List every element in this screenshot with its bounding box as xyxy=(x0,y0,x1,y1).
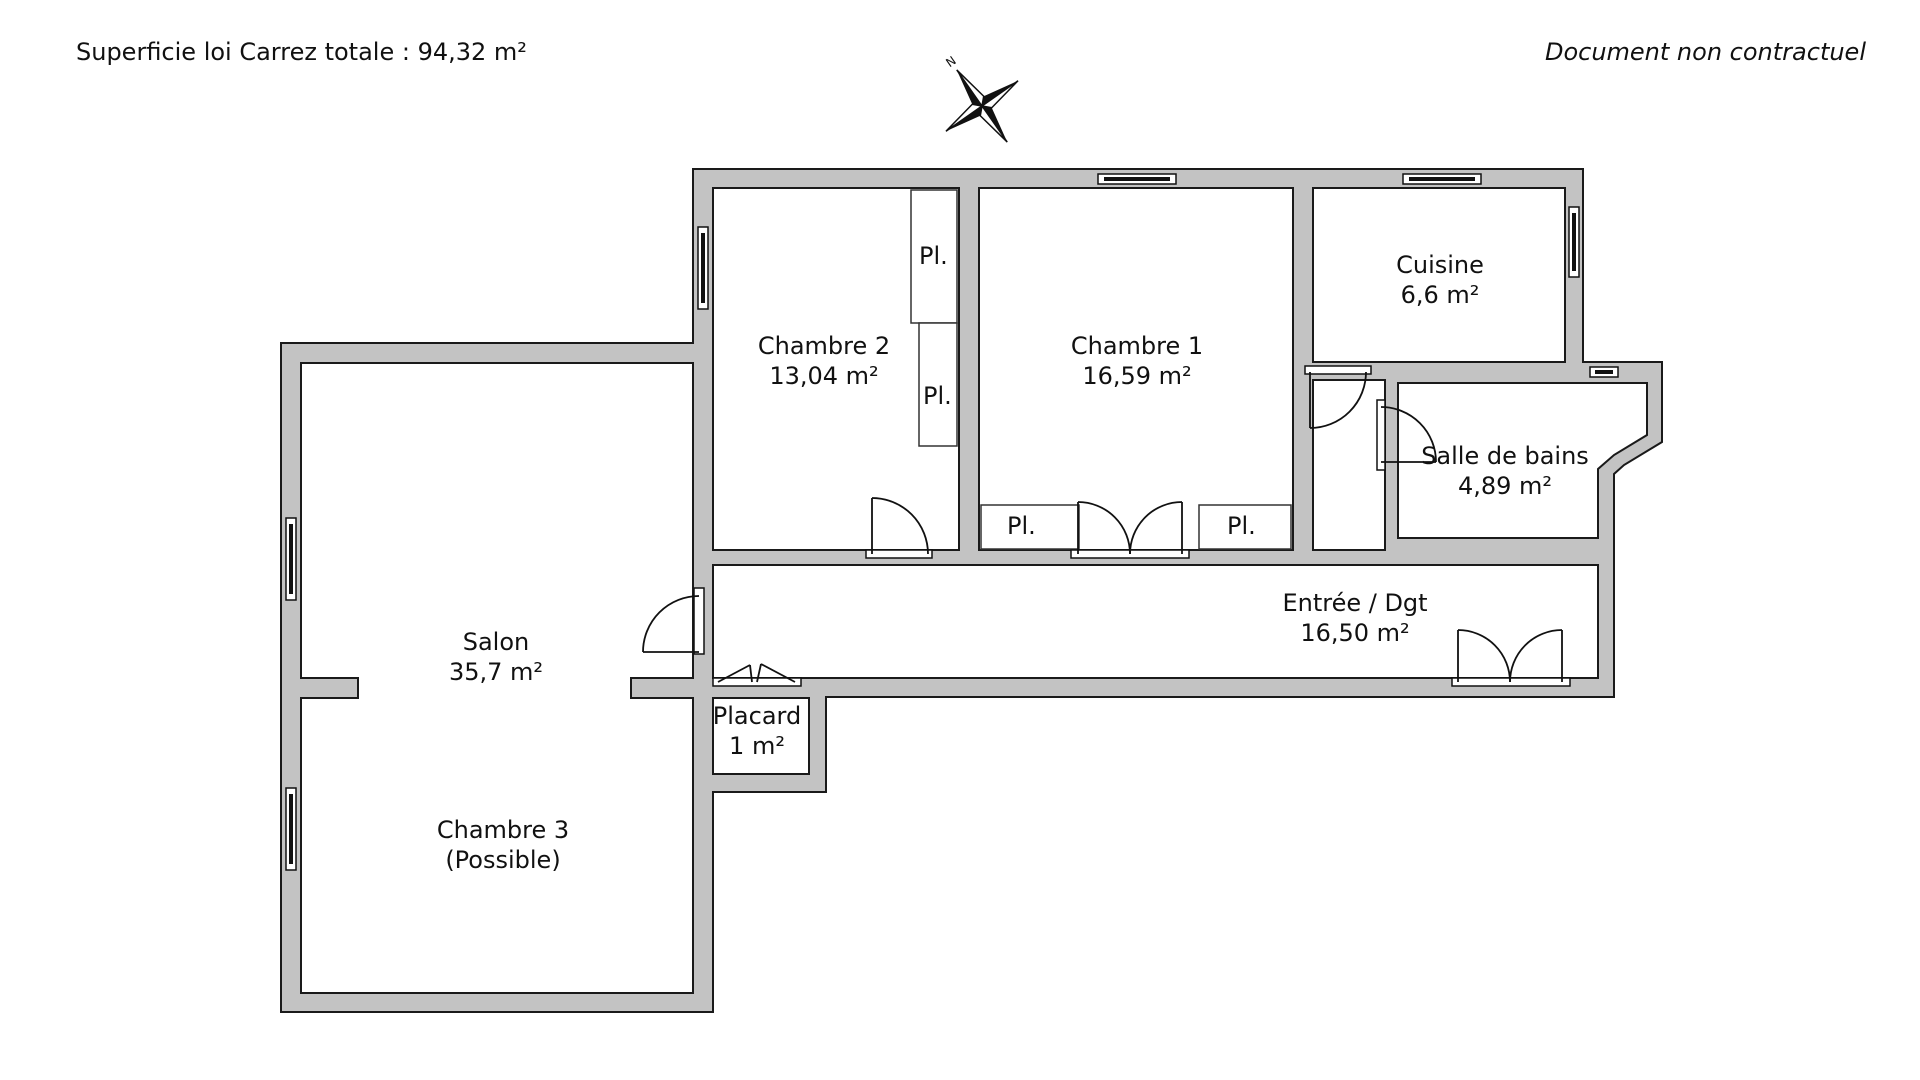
room-chambre1 xyxy=(978,187,1294,551)
disclaimer-label: Document non contractuel xyxy=(1544,38,1866,66)
closet-chambre1-right xyxy=(1198,504,1292,550)
room-placard xyxy=(712,697,810,775)
door-salon xyxy=(642,587,705,655)
window-chambre2-left xyxy=(697,226,709,310)
salon-area: 35,7 m² xyxy=(449,658,543,686)
window-top-cuisine xyxy=(1402,173,1482,185)
cuisine-area: 6,6 m² xyxy=(1401,281,1480,309)
window-salon-lower xyxy=(285,787,297,871)
cuisine-name: Cuisine xyxy=(1396,251,1484,279)
placard-name: Placard xyxy=(713,702,801,730)
closet-label: Pl. xyxy=(1007,512,1036,540)
chambre3-name: Chambre 3 xyxy=(437,816,569,844)
total-area-label: Superficie loi Carrez totale : 94,32 m² xyxy=(76,38,527,66)
door-chambre1-double xyxy=(1070,501,1190,559)
compass-north-label: N xyxy=(943,53,958,70)
hall-strip xyxy=(1312,379,1386,551)
closet-chambre1-left xyxy=(980,504,1080,550)
door-placard xyxy=(712,663,802,687)
door-entrance-double xyxy=(1451,629,1571,687)
chambre3-note: (Possible) xyxy=(445,846,560,874)
salon-name: Salon xyxy=(463,628,530,656)
chambre1-name: Chambre 1 xyxy=(1071,332,1203,360)
room-salle-de-bains xyxy=(1397,382,1648,539)
door-chambre2 xyxy=(865,497,933,559)
chambre2-name: Chambre 2 xyxy=(758,332,890,360)
salle-de-bains-area: 4,89 m² xyxy=(1458,472,1552,500)
window-salon-upper xyxy=(285,517,297,601)
closet-chambre2-bottom xyxy=(918,322,958,447)
room-entree xyxy=(712,564,1599,679)
entree-area: 16,50 m² xyxy=(1300,619,1409,647)
window-cuisine-right xyxy=(1568,206,1580,278)
closet-chambre2-top xyxy=(910,189,958,324)
closet-label: Pl. xyxy=(919,242,948,270)
closet-label: Pl. xyxy=(923,382,952,410)
room-chambre2 xyxy=(712,187,960,551)
compass-icon: N xyxy=(943,53,1019,143)
room-salon xyxy=(300,362,694,994)
window-bath-top xyxy=(1589,366,1619,378)
entree-name: Entrée / Dgt xyxy=(1282,589,1427,617)
salle-de-bains-name: Salle de bains xyxy=(1421,442,1589,470)
door-cuisine xyxy=(1304,365,1372,429)
chambre2-area: 13,04 m² xyxy=(769,362,878,390)
closet-label: Pl. xyxy=(1227,512,1256,540)
room-cuisine xyxy=(1312,187,1566,363)
door-salle-de-bains xyxy=(1376,399,1437,471)
placard-area: 1 m² xyxy=(729,732,785,760)
chambre1-area: 16,59 m² xyxy=(1082,362,1191,390)
window-top-chambre1 xyxy=(1097,173,1177,185)
